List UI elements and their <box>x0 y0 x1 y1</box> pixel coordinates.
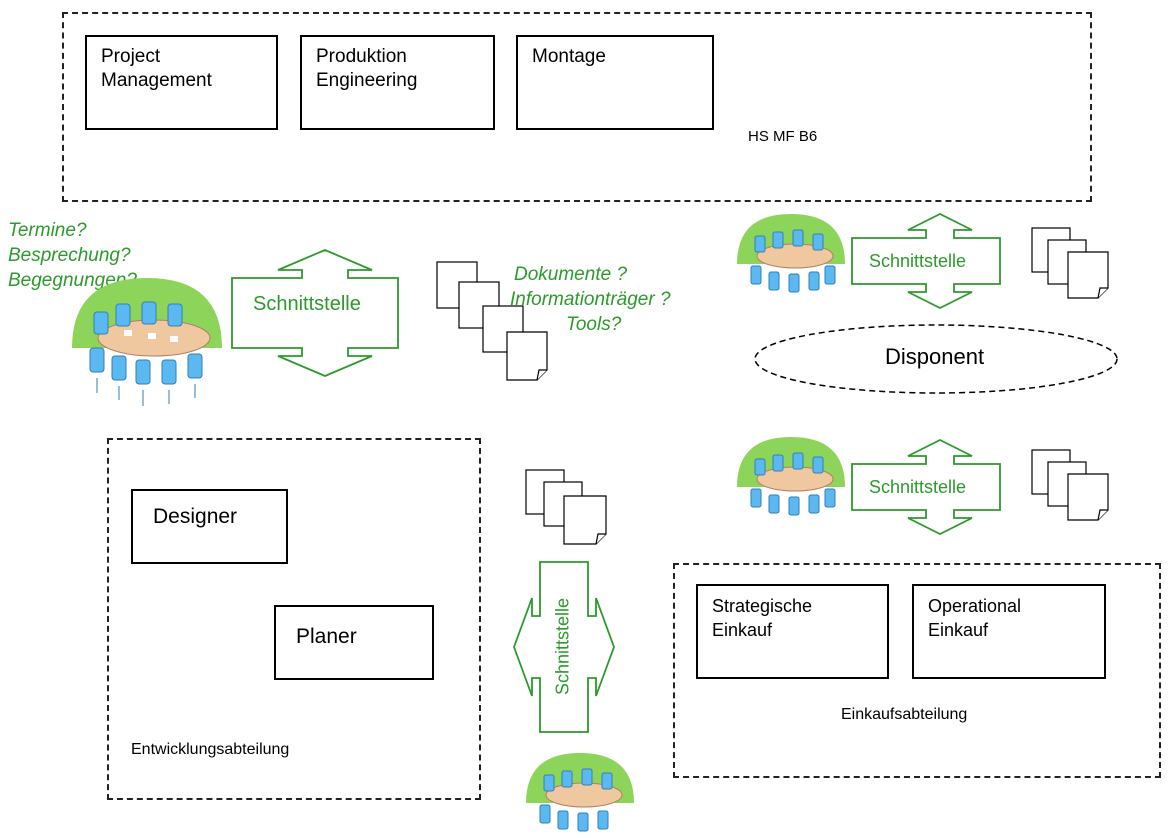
box-produktion-engineering: Produktion Engineering <box>300 35 495 130</box>
question-besprechung: Besprechung? <box>8 245 131 266</box>
question-tools: Tools? <box>566 314 622 335</box>
question-informationtraeger: Informationträger ? <box>510 289 671 310</box>
box-montage: Montage <box>516 35 714 130</box>
document-stack-icon <box>436 261 548 381</box>
group-hs-mf-b6 <box>62 12 1092 202</box>
meeting-room-icon <box>72 278 222 406</box>
document-stack-icon <box>525 469 607 545</box>
group-entwicklungsabteilung <box>107 438 481 800</box>
disponent-ellipse <box>754 324 1118 394</box>
box-strategische-einkauf: Strategische Einkauf <box>696 584 889 679</box>
box-designer: Designer <box>131 489 288 564</box>
meeting-room-icon <box>737 437 845 516</box>
double-arrow-icon <box>231 249 399 377</box>
interface-label-vertical: Schnittstelle <box>552 597 573 696</box>
group-einkaufsabteilung <box>673 563 1161 778</box>
document-stack-icon <box>1031 227 1109 299</box>
group-label-einkaufsabteilung: Einkaufsabteilung <box>841 706 968 723</box>
double-arrow-icon <box>513 561 615 733</box>
group-label-hs-mf-b6: HS MF B6 <box>748 128 818 145</box>
box-project-management: Project Management <box>85 35 278 130</box>
disponent-label: Disponent <box>885 344 985 369</box>
double-arrow-icon <box>851 212 1001 310</box>
question-begegnungen: Begegnungen? <box>8 270 137 291</box>
box-operational-einkauf: Operational Einkauf <box>912 584 1106 679</box>
question-dokumente: Dokumente ? <box>514 264 628 285</box>
double-arrow-icon <box>851 438 1001 536</box>
meeting-questions: Termine? Besprechung? Begegnungen? <box>8 218 137 293</box>
interface-label-main: Schnittstelle <box>253 293 361 315</box>
group-label-entwicklungsabteilung: Entwicklungsabteilung <box>131 741 290 758</box>
meeting-room-icon <box>526 753 634 832</box>
meeting-room-icon <box>737 214 845 293</box>
box-planer: Planer <box>274 605 434 680</box>
document-questions: Dokumente ? Informationträger ? Tools? <box>510 262 735 337</box>
question-termine: Termine? <box>8 220 87 241</box>
document-stack-icon <box>1031 449 1109 521</box>
interface-label-top-right: Schnittstelle <box>869 251 967 271</box>
interface-label-mid-right: Schnittstelle <box>869 477 967 497</box>
